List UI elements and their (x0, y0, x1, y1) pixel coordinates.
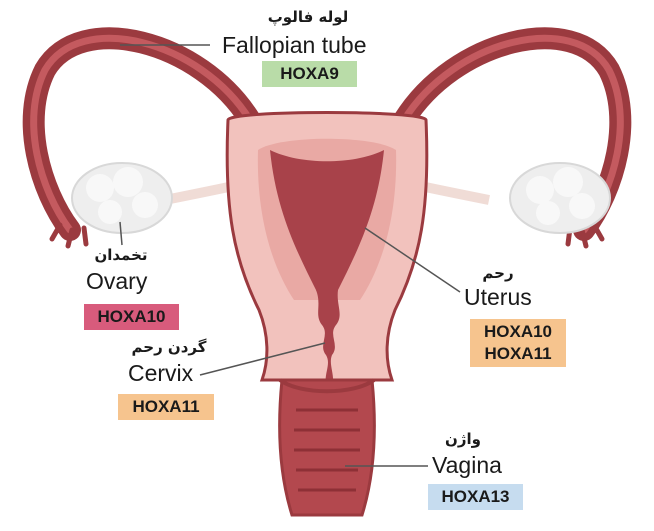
fallopian-label-fa: لوله فالوپ (258, 10, 358, 25)
uterus-label-fa: رحم (478, 266, 518, 281)
uterus-gene-1: HOXA10 (470, 321, 566, 343)
cervix-label-fa: گردن رحم (124, 340, 214, 355)
right-ovary (510, 163, 610, 233)
vagina-label-en: Vagina (432, 454, 502, 477)
fallopian-label-en: Fallopian tube (222, 34, 367, 57)
uterus-gene-2: HOXA11 (470, 343, 566, 365)
ovary-label-fa: تخمدان (86, 248, 156, 263)
uterus-gene-badge: HOXA10 HOXA11 (470, 319, 566, 367)
uterus-label-en: Uterus (464, 286, 532, 309)
ovary-gene-badge: HOXA10 (84, 304, 179, 330)
vagina-label-fa: واژن (438, 432, 488, 447)
ovary-label-en: Ovary (86, 270, 147, 293)
fallopian-gene-badge: HOXA9 (262, 61, 357, 87)
cervix-gene-badge: HOXA11 (118, 394, 214, 420)
vagina-gene-badge: HOXA13 (428, 484, 523, 510)
vagina (280, 380, 375, 515)
cervix-label-en: Cervix (128, 362, 193, 385)
left-ovary (72, 163, 172, 233)
